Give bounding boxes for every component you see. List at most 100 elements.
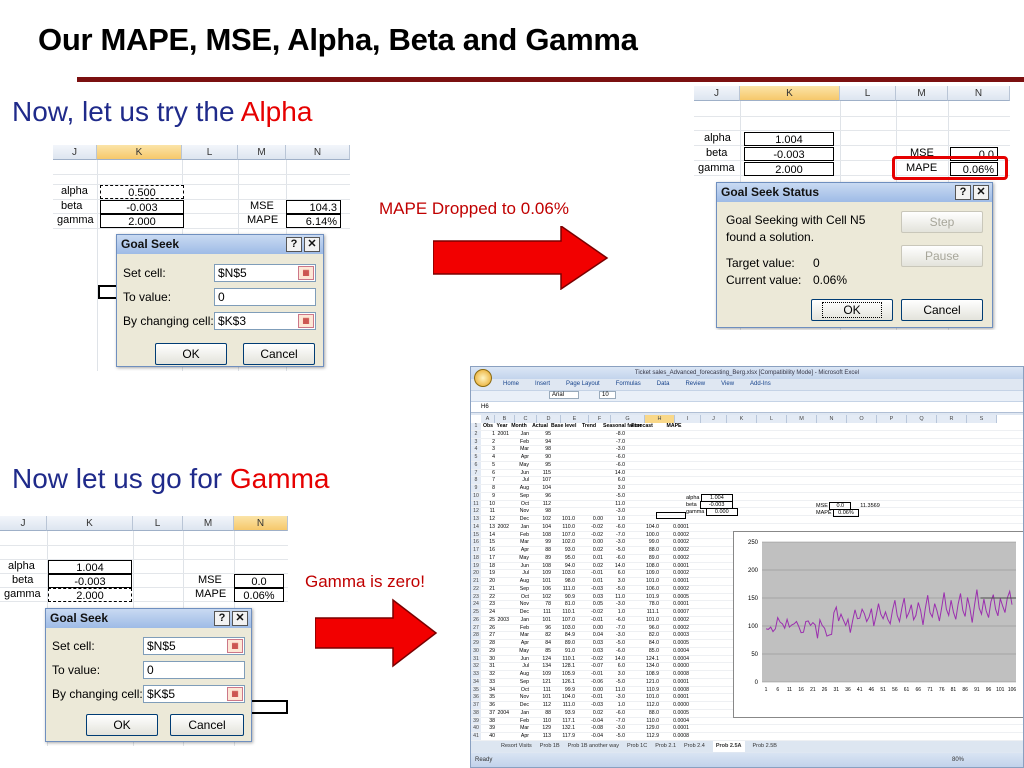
col-header-r[interactable]: R (937, 415, 967, 423)
cancel-button[interactable]: Cancel (901, 299, 983, 321)
table-cell[interactable]: 134 (542, 663, 551, 670)
table-cell[interactable]: 0.03 (592, 593, 603, 600)
table-cell[interactable]: 106 (542, 585, 551, 592)
table-cell[interactable]: Dec (519, 516, 529, 522)
table-cell[interactable]: 78 (545, 601, 551, 608)
table-cell[interactable]: Nov (519, 508, 529, 515)
table-cell[interactable]: 0.0002 (673, 554, 689, 561)
cell-beta[interactable]: -0.003 (48, 574, 132, 588)
table-cell[interactable]: 102 (542, 593, 551, 600)
cell-mse[interactable]: 0.0 (234, 574, 284, 588)
table-cell[interactable]: 2001 (497, 430, 509, 437)
table-cell[interactable]: 0.00 (592, 624, 603, 631)
table-cell[interactable]: Apr (520, 454, 529, 460)
to-value-input[interactable]: 0 (143, 661, 245, 679)
table-cell[interactable]: Base level (551, 423, 577, 429)
table-cell[interactable]: 89 (545, 554, 551, 561)
row-number[interactable]: 30 (471, 647, 481, 655)
changing-cell-input[interactable]: $K$5▦ (143, 685, 245, 703)
row-number[interactable]: 6 (471, 461, 481, 469)
cell-beta[interactable]: -0.003 (100, 200, 184, 214)
table-cell[interactable]: 0.0002 (673, 531, 689, 538)
table-cell[interactable]: 27 (489, 632, 495, 639)
table-cell[interactable]: Jan (520, 709, 529, 716)
table-cell[interactable]: 124.1 (646, 655, 659, 662)
close-icon[interactable]: ✕ (304, 237, 320, 252)
table-cell[interactable]: 101.0 (646, 694, 659, 701)
table-cell[interactable]: 121 (542, 678, 551, 685)
table-cell[interactable]: 23 (489, 601, 495, 608)
table-cell[interactable]: -3.0 (616, 632, 625, 639)
table-cell[interactable]: 0.02 (592, 562, 603, 569)
table-cell[interactable]: 0.0001 (673, 694, 689, 701)
table-cell[interactable]: 16 (489, 547, 495, 553)
table-cell[interactable]: -0.06 (591, 678, 603, 685)
col-header-s[interactable]: S (967, 415, 997, 423)
col-header-n[interactable]: N (948, 86, 1010, 101)
row-number[interactable]: 1 (471, 423, 481, 430)
table-cell[interactable]: Jan (520, 430, 529, 437)
table-cell[interactable]: 111.1 (646, 609, 659, 615)
tab-insert[interactable]: Insert (535, 381, 551, 387)
table-cell[interactable]: 21 (489, 585, 495, 592)
table-cell[interactable]: -3.0 (616, 446, 625, 453)
col-header-b[interactable]: B (495, 415, 515, 423)
row-number[interactable]: 15 (471, 531, 481, 539)
table-cell[interactable]: 82 (545, 632, 551, 639)
cell-gamma[interactable]: 2.000 (744, 162, 834, 176)
table-cell[interactable]: 7 (492, 477, 495, 484)
table-cell[interactable]: -3.0 (616, 508, 625, 515)
table-cell[interactable]: 111 (543, 686, 551, 693)
table-cell[interactable]: 110.1 (562, 655, 575, 662)
row-number[interactable]: 13 (471, 516, 481, 523)
table-cell[interactable]: 101.0 (646, 578, 659, 584)
table-cell[interactable]: Aug (519, 578, 529, 584)
table-cell[interactable]: Jul (522, 477, 529, 484)
table-cell[interactable]: Feb (520, 531, 529, 538)
table-cell[interactable]: 103.0 (562, 624, 575, 631)
table-cell[interactable]: 106.0 (646, 585, 659, 592)
col-header-h[interactable]: H (645, 415, 675, 423)
table-cell[interactable]: 110.1 (562, 609, 575, 615)
col-header-k[interactable]: K (727, 415, 757, 423)
col-header-o[interactable]: O (847, 415, 877, 423)
table-cell[interactable]: -6.0 (616, 454, 625, 460)
table-cell[interactable]: 110 (542, 717, 551, 724)
col-header-l[interactable]: L (133, 516, 183, 531)
table-cell[interactable]: 22 (489, 593, 495, 600)
table-cell[interactable]: 109.0 (646, 570, 659, 577)
table-cell[interactable]: -6.0 (616, 616, 625, 623)
table-cell[interactable]: -0.08 (591, 725, 603, 732)
table-cell[interactable]: Mar (520, 446, 529, 453)
table-cell[interactable]: 0.0001 (673, 725, 689, 732)
table-cell[interactable]: 28 (489, 640, 495, 646)
table-cell[interactable]: 40 (489, 733, 495, 739)
table-cell[interactable]: 108.0 (646, 562, 659, 569)
table-cell[interactable]: 95 (545, 430, 551, 437)
table-cell[interactable]: 99.0 (648, 539, 659, 546)
table-cell[interactable]: -7.0 (616, 624, 625, 631)
table-cell[interactable]: 100.0 (646, 531, 659, 538)
row-number[interactable]: 19 (471, 562, 481, 570)
table-cell[interactable]: 0.0002 (673, 624, 689, 631)
table-cell[interactable]: Jun (520, 469, 529, 476)
table-cell[interactable]: 0.0002 (673, 616, 689, 623)
table-cell[interactable]: Trend (581, 423, 597, 429)
table-cell[interactable]: 39 (489, 725, 495, 732)
table-cell[interactable]: 11.0 (615, 500, 625, 507)
ok-button[interactable]: OK (811, 299, 893, 321)
table-cell[interactable]: 103.0 (562, 570, 575, 577)
table-cell[interactable]: 129.0 (646, 725, 659, 732)
font-name-select[interactable]: Arial (549, 391, 580, 399)
col-header-k[interactable]: K (47, 516, 133, 531)
col-header-j[interactable]: J (694, 86, 740, 101)
tab-home[interactable]: Home (503, 381, 520, 387)
table-cell[interactable]: 112 (542, 500, 551, 507)
table-cell[interactable]: Aug (519, 671, 529, 677)
table-cell[interactable]: 0.0008 (673, 671, 689, 677)
table-cell[interactable]: 0.0008 (673, 686, 689, 693)
table-cell[interactable]: 0.0005 (673, 593, 689, 600)
col-header-a[interactable]: A (481, 415, 495, 423)
table-cell[interactable]: 107 (542, 477, 551, 484)
table-cell[interactable]: 112.0 (646, 702, 659, 708)
